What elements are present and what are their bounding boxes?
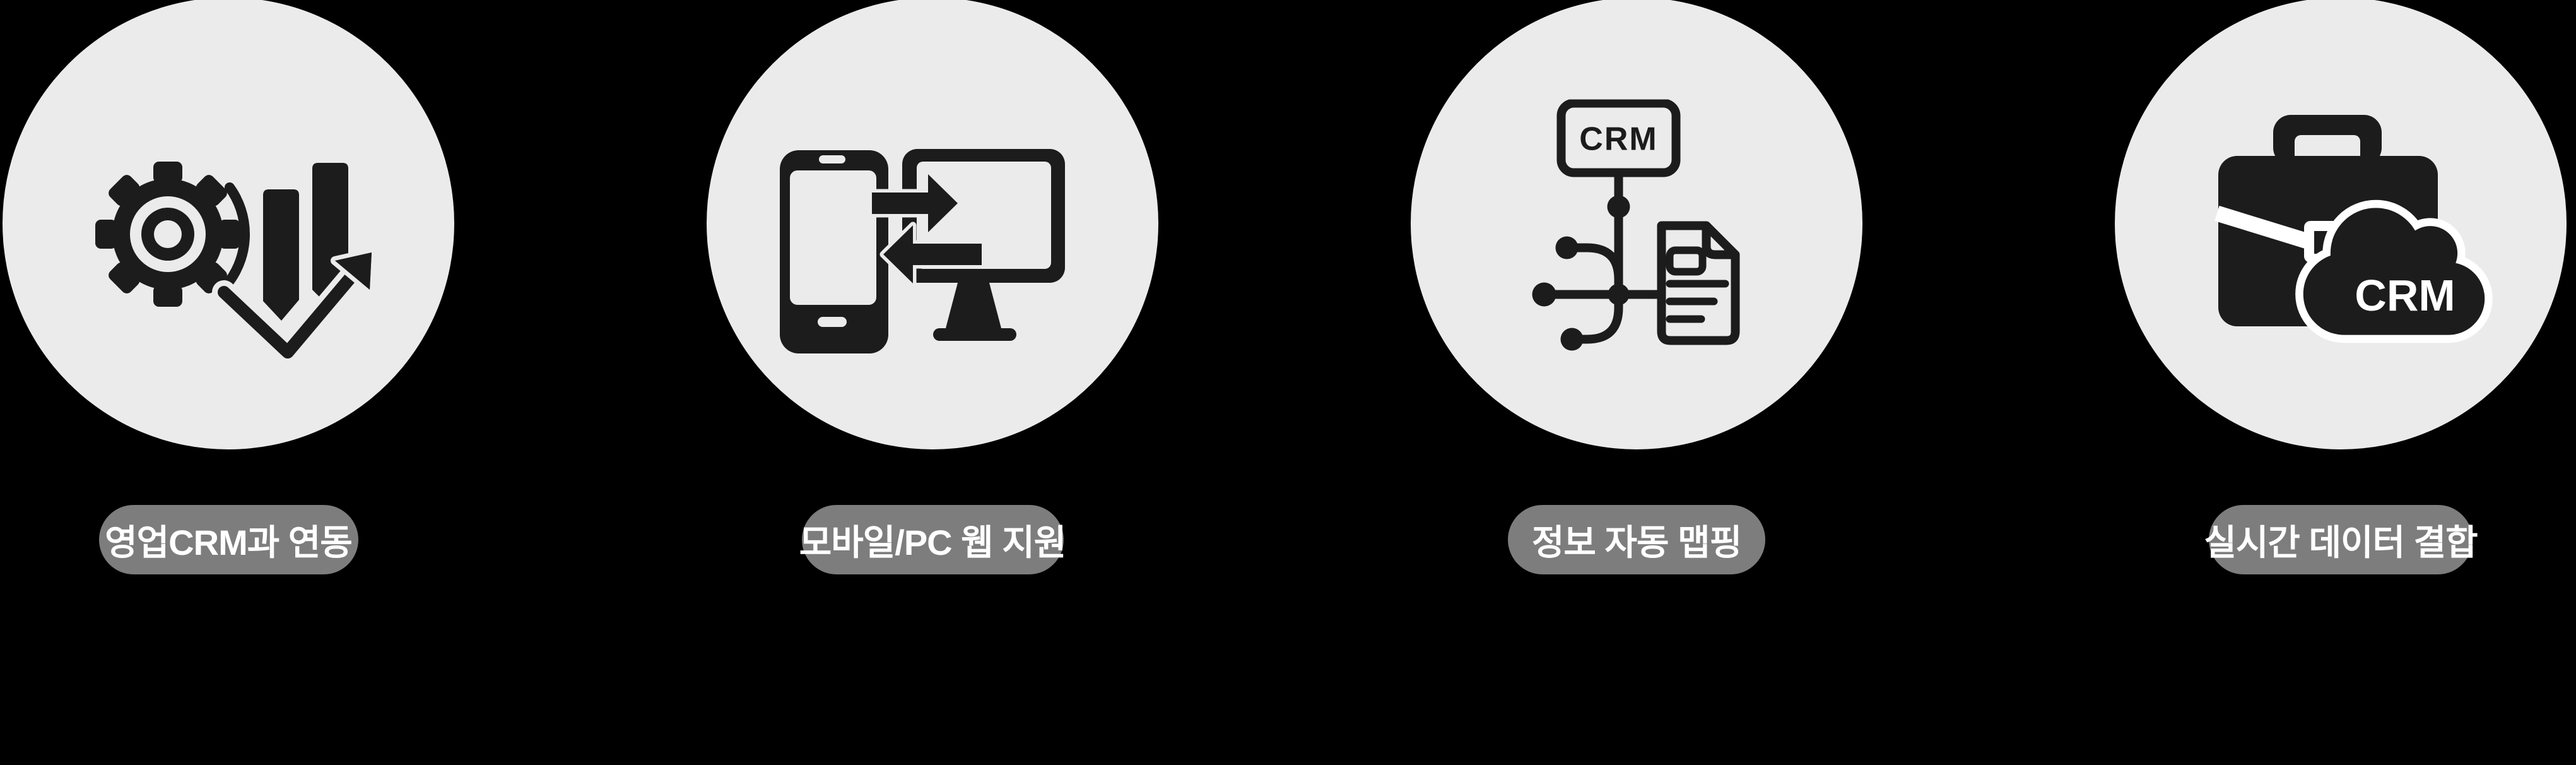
briefcase-strap (2214, 206, 2318, 251)
gear-hub-hole (154, 220, 182, 248)
feature-label-pill: 실시간 데이터 결합 (2204, 505, 2478, 574)
arrow-left-icon (879, 222, 985, 287)
feature-realtime-data: CRM 실시간 데이터 결합 (2115, 0, 2567, 574)
feature-circle: CRM (2115, 0, 2567, 449)
feature-label-pill: 정보 자동 맵핑 (1508, 505, 1765, 574)
node-dots (1532, 195, 1630, 351)
feature-label-pill: 모바일/PC 웹 지원 (799, 505, 1067, 574)
feature-crm-sync: 영업CRM과 연동 (3, 0, 454, 574)
gear-growth-chart-icon (95, 162, 376, 363)
feature-label: 영업CRM과 연동 (105, 522, 353, 562)
crm-mapping-icon: CRM (1532, 99, 1740, 351)
arc-sliver (225, 182, 250, 286)
cloud-icon (2295, 199, 2493, 343)
feature-mobile-pc-web: 모바일/PC 웹 지원 (707, 0, 1158, 574)
smartphone-icon (780, 150, 888, 353)
mobile-pc-sync-icon (780, 149, 1065, 353)
crm-cloud-text: CRM (2355, 271, 2455, 320)
document-icon (1657, 221, 1740, 345)
feature-auto-mapping: CRM 정보 자동 맵핑 (1411, 0, 1862, 574)
feature-label-pill: 영업CRM과 연동 (98, 505, 358, 574)
crm-box: CRM (1556, 99, 1681, 177)
feature-circle (707, 0, 1158, 449)
briefcase-crm-cloud-icon: CRM (2214, 115, 2493, 343)
growth-arrow-icon (212, 248, 376, 363)
feature-circle (3, 0, 454, 449)
feature-label: 모바일/PC 웹 지원 (799, 522, 1067, 562)
feature-label: 실시간 데이터 결합 (2204, 522, 2478, 562)
bar-chart-icon (263, 163, 348, 321)
arrow-right-icon (868, 170, 962, 236)
crm-box-text: CRM (1579, 121, 1657, 158)
feature-label: 정보 자동 맵핑 (1531, 522, 1742, 562)
mapping-lines (1546, 168, 1664, 344)
feature-circle: CRM (1411, 0, 1862, 449)
